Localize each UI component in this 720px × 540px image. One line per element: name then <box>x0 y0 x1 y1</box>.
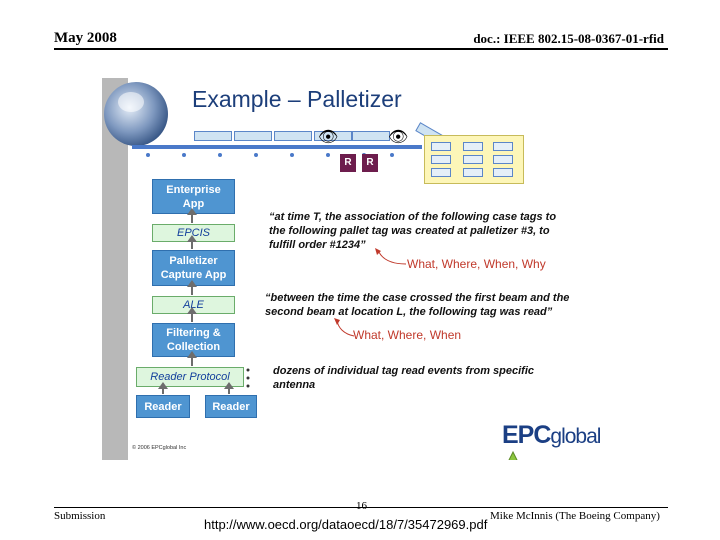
header-rule <box>54 48 668 50</box>
rail-dot <box>182 153 186 157</box>
conveyor-case <box>274 131 312 141</box>
footer-submission: Submission <box>54 510 105 522</box>
callout-arrow <box>372 246 408 268</box>
reader-left-box: Reader <box>136 395 190 418</box>
epcglobal-logo: EPCglobal <box>502 421 622 460</box>
beam-sensor-eye-icon: 👁 <box>318 127 338 147</box>
pallet <box>424 135 524 184</box>
note-association: “at time T, the association of the follo… <box>269 210 556 252</box>
rail-dot <box>390 153 394 157</box>
conveyor-case <box>194 131 232 141</box>
rfid-reader-icon: R <box>362 154 378 172</box>
flow-arrow <box>228 387 230 394</box>
flow-arrow <box>191 241 193 249</box>
rfid-reader-icon: R <box>340 154 356 172</box>
epcglobal-leaf-icon <box>502 450 524 460</box>
footer-author: Mike McInnis (The Boeing Company) <box>490 510 660 522</box>
rail-dot <box>146 153 150 157</box>
flow-arrow <box>191 357 193 366</box>
footer-source-url: http://www.oecd.org/dataoecd/18/7/354729… <box>204 517 487 532</box>
slide-copyright: © 2006 EPCglobal Inc <box>132 445 186 451</box>
flow-arrow <box>191 313 193 322</box>
ellipsis-dots <box>244 366 252 390</box>
conveyor-case <box>352 131 390 141</box>
globe-icon <box>104 82 168 146</box>
header-date: May 2008 <box>54 30 117 47</box>
rail-dot <box>218 153 222 157</box>
callout-what-where-when: What, Where, When <box>353 328 461 342</box>
flow-arrow <box>191 286 193 295</box>
reader-right-box: Reader <box>205 395 257 418</box>
conveyor-case <box>234 131 272 141</box>
rail-dot <box>290 153 294 157</box>
slide-title: Example – Palletizer <box>192 86 402 113</box>
header-doc-id: doc.: IEEE 802.15-08-0367-01-rfid <box>473 31 664 47</box>
rail-dot <box>254 153 258 157</box>
note-tag-read-events: dozens of individual tag read events fro… <box>273 364 534 392</box>
footer-page-number: 16 <box>356 500 367 512</box>
beam-sensor-eye-icon: 👁 <box>388 127 408 147</box>
flow-arrow <box>191 214 193 223</box>
flow-arrow <box>162 387 164 394</box>
conveyor-belt <box>132 145 422 149</box>
callout-what-where-when-why: What, Where, When, Why <box>407 257 546 271</box>
rail-dot <box>326 153 330 157</box>
note-beam-crossing: “between the time the case crossed the f… <box>265 291 569 319</box>
